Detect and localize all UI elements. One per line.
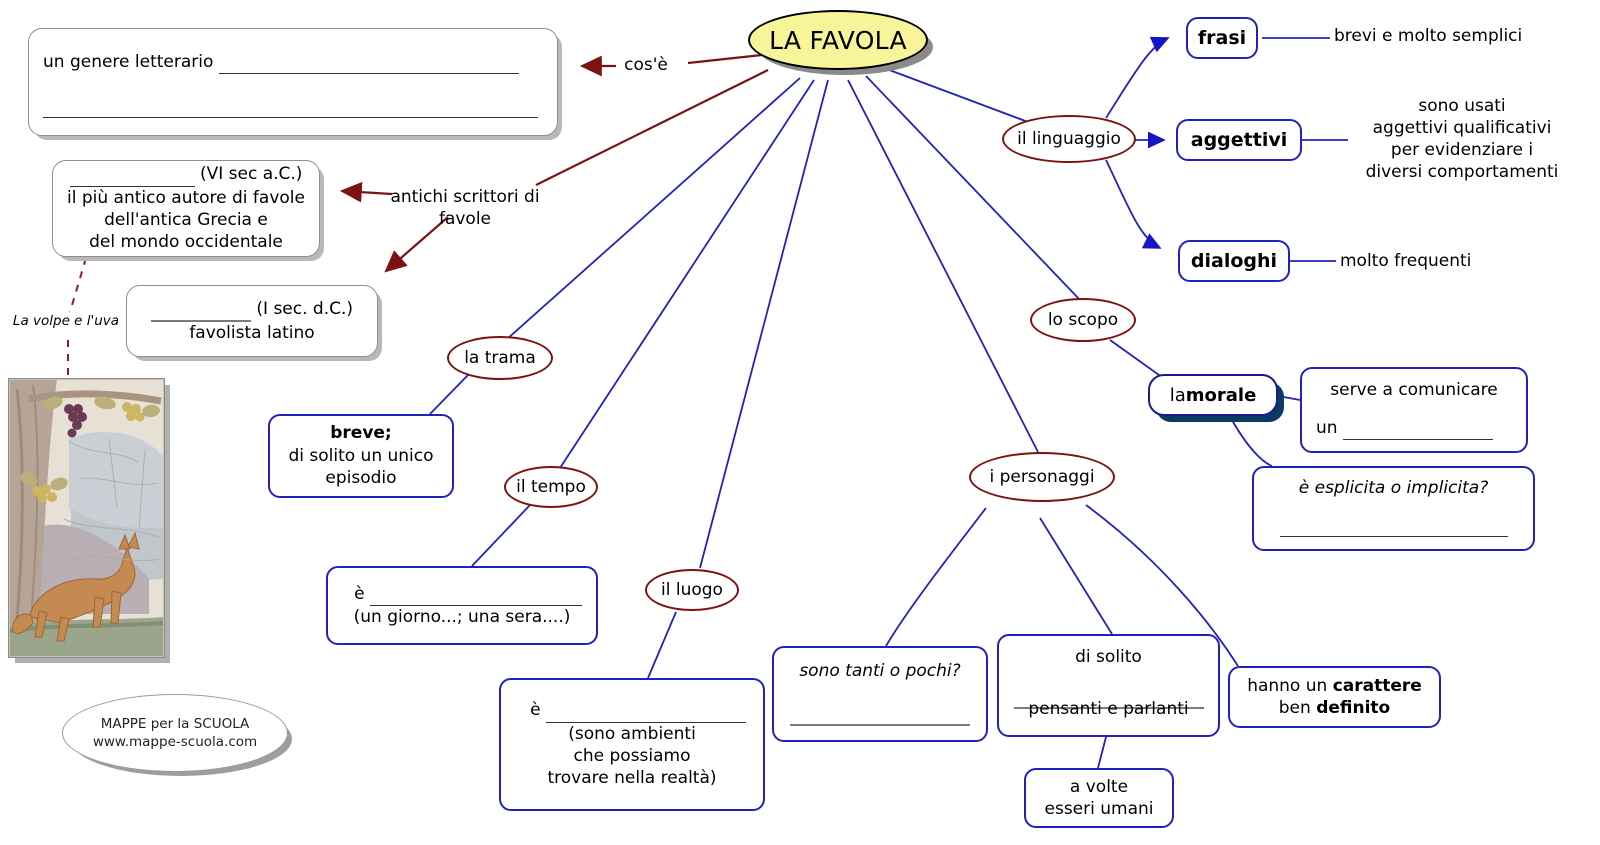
ellipse-il-luogo-label: il luogo: [661, 580, 723, 600]
credit-line-1: MAPPE per la SCUOLA: [100, 715, 250, 732]
luogo-line4: trovare nella realtà): [547, 768, 717, 789]
note-dialoghi-text: molto frequenti: [1340, 251, 1472, 271]
ellipse-la-trama[interactable]: la trama: [447, 336, 553, 380]
box-fedro[interactable]: (I sec. d.C.) favolista latino: [126, 285, 378, 357]
box-personaggi-carattere[interactable]: hanno un carattere ben definito: [1228, 666, 1441, 728]
blank-fedro-name[interactable]: [150, 298, 251, 322]
box-trama-dettagli[interactable]: breve; di solito un unico episodio: [268, 414, 454, 498]
illustration-caption-text: La volpe e l'uva: [12, 313, 120, 329]
ellipse-i-personaggi[interactable]: i personaggi: [969, 452, 1115, 502]
central-node[interactable]: LA FAVOLA: [748, 10, 928, 70]
box-morale-esplicita[interactable]: è esplicita o implicita?: [1252, 466, 1535, 551]
box-esopo[interactable]: (VI sec a.C.) il più antico autore di fa…: [52, 160, 320, 257]
fedro-period: (I sec. d.C.): [256, 298, 354, 319]
note-aggettivi-line4: diversi comportamenti: [1365, 162, 1559, 183]
ellipse-il-linguaggio-label: il linguaggio: [1017, 129, 1121, 149]
carattere-line1-b: carattere: [1332, 675, 1422, 696]
box-genere-label: un genere letterario: [43, 52, 214, 72]
fedro-line1: favolista latino: [189, 323, 315, 343]
box-morale-serve[interactable]: serve a comunicare un: [1300, 367, 1528, 453]
antichi-line2: favole: [438, 209, 492, 230]
note-aggettivi-line3: per evidenziare i: [1390, 140, 1534, 161]
box-personaggi-esseri-umani[interactable]: a volte esseri umani: [1024, 768, 1174, 828]
personaggi-quanti-line1: sono tanti o pochi?: [799, 661, 961, 681]
box-tempo-dettagli[interactable]: è (un giorno...; una sera....): [326, 566, 598, 645]
note-dialoghi: molto frequenti: [1340, 250, 1560, 272]
pill-la-morale[interactable]: la morale: [1148, 374, 1278, 416]
ellipse-il-tempo[interactable]: il tempo: [504, 466, 598, 508]
ellipse-i-personaggi-label: i personaggi: [989, 467, 1095, 487]
box-luogo-dettagli[interactable]: è (sono ambienti che possiamo trovare ne…: [499, 678, 765, 811]
box-personaggi-di-solito[interactable]: di solito pensanti e parlanti: [997, 634, 1220, 737]
ellipse-lo-scopo[interactable]: lo scopo: [1030, 298, 1136, 342]
illustration-fox-and-grapes[interactable]: [8, 378, 165, 658]
carattere-line2-b: definito: [1316, 698, 1391, 718]
note-frasi-text: brevi e molto semplici: [1334, 26, 1523, 46]
ellipse-il-luogo[interactable]: il luogo: [645, 569, 739, 611]
esopo-line1: il più antico autore di favole: [67, 187, 305, 208]
personaggi-umani-line1: a volte: [1069, 776, 1129, 797]
morale-esplicita-line1: è esplicita o implicita?: [1298, 478, 1489, 498]
luogo-line3: che possiamo: [573, 746, 691, 766]
personaggi-solito-line1: di solito: [1075, 647, 1142, 667]
ellipse-la-trama-label: la trama: [464, 348, 536, 368]
tempo-line2: (un giorno...; una sera....): [353, 607, 571, 627]
morale-serve-line1: serve a comunicare: [1330, 380, 1498, 400]
trama-line1: breve;: [330, 423, 392, 444]
box-frasi[interactable]: frasi: [1186, 17, 1258, 59]
box-dialoghi[interactable]: dialoghi: [1178, 240, 1290, 282]
central-node-label: LA FAVOLA: [769, 25, 907, 55]
edge-label-cose-text: cos'è: [624, 55, 668, 75]
blank-personaggi-solito[interactable]: [1013, 688, 1204, 709]
morale-serve-line2: un: [1316, 418, 1338, 438]
carattere-line1-a: hanno un: [1247, 675, 1333, 696]
blank-line-1[interactable]: [218, 51, 519, 75]
note-aggettivi: sono usati aggettivi qualificativi per e…: [1336, 95, 1588, 183]
blank-personaggi-quanti[interactable]: [790, 705, 970, 726]
fox-grapes-fresco: [9, 379, 164, 657]
personaggi-solito-line2: pensanti e parlanti: [1028, 699, 1189, 719]
box-aggettivi-label: aggettivi: [1190, 129, 1288, 151]
luogo-line2: (sono ambienti: [568, 723, 696, 744]
note-aggettivi-line1: sono usati: [1418, 96, 1506, 116]
trama-line2: di solito un unico: [288, 445, 434, 466]
ellipse-lo-scopo-label: lo scopo: [1047, 310, 1119, 330]
blank-luogo[interactable]: [545, 699, 746, 723]
edge-label-cose: cos'è: [606, 54, 686, 76]
box-dialoghi-label: dialoghi: [1190, 250, 1278, 272]
box-genere-letterario[interactable]: un genere letterario: [28, 28, 558, 136]
personaggi-umani-line2: esseri umani: [1044, 799, 1154, 819]
trama-line3: episodio: [325, 468, 397, 489]
box-aggettivi[interactable]: aggettivi: [1176, 119, 1302, 161]
blank-tempo[interactable]: [369, 583, 582, 606]
illustration-caption: La volpe e l'uva: [4, 313, 128, 329]
credit-watermark: MAPPE per la SCUOLA www.mappe-scuola.com: [62, 694, 288, 772]
luogo-prefix: è: [530, 700, 541, 721]
blank-esopo-name[interactable]: [69, 163, 195, 187]
antichi-line1: antichi scrittori di: [390, 187, 540, 207]
tempo-prefix: è: [354, 583, 365, 604]
blank-morale-un[interactable]: [1342, 417, 1493, 441]
ellipse-il-linguaggio[interactable]: il linguaggio: [1002, 115, 1136, 163]
carattere-line2-a: ben: [1278, 698, 1317, 718]
edge-label-antichi-scrittori: antichi scrittori di favole: [370, 186, 560, 230]
credit-line-2: www.mappe-scuola.com: [92, 734, 258, 750]
morale-prefix: la: [1169, 384, 1186, 406]
esopo-period: (VI sec a.C.): [199, 164, 303, 185]
ellipse-il-tempo-label: il tempo: [516, 477, 586, 497]
box-frasi-label: frasi: [1197, 27, 1247, 49]
note-frasi: brevi e molto semplici: [1334, 25, 1574, 47]
box-personaggi-quanti[interactable]: sono tanti o pochi?: [772, 646, 988, 742]
blank-morale-esplicita[interactable]: [1279, 517, 1508, 537]
note-aggettivi-line2: aggettivi qualificativi: [1372, 118, 1552, 139]
esopo-line2: dell'antica Grecia e: [104, 210, 268, 230]
esopo-line3: del mondo occidentale: [89, 232, 283, 253]
morale-word: morale: [1185, 384, 1257, 406]
blank-line-2[interactable]: [43, 95, 538, 119]
